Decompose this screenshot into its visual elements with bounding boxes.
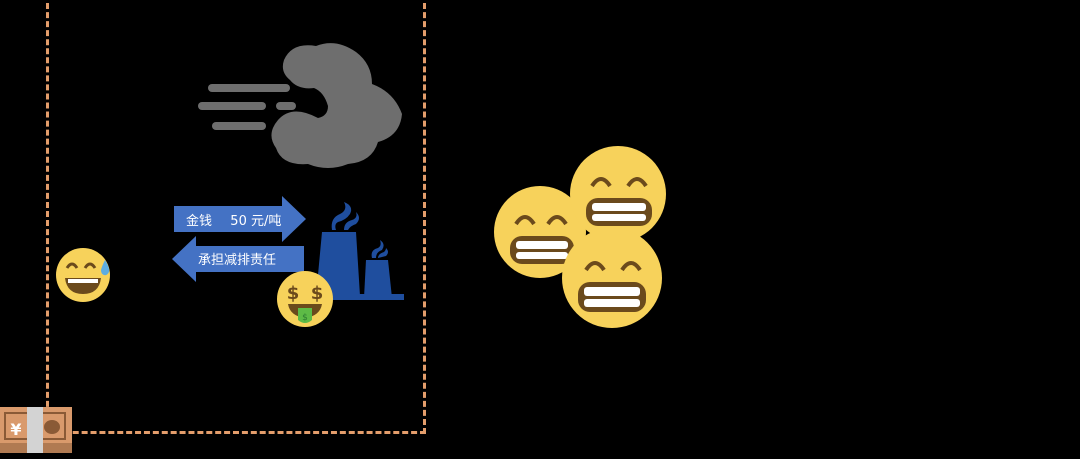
responsibility-arrow-label: 承担减排责任: [198, 253, 277, 268]
grinning-face-bottom: [562, 228, 662, 328]
money-arrow-label: 金钱: [186, 214, 213, 229]
yen-banknote-icon: ¥: [0, 407, 72, 453]
money-mouth-face-icon: $ $ $: [276, 270, 334, 328]
dashed-boundary-box: [46, 0, 426, 434]
svg-text:¥: ¥: [10, 420, 21, 439]
responsibility-arrow: 承担减排责任: [170, 236, 304, 282]
grinning-face-left: [494, 186, 586, 278]
money-arrow: 金钱 50 元/吨: [174, 196, 308, 242]
svg-text:$: $: [287, 283, 300, 304]
grinning-face-top: [570, 146, 666, 242]
factory-icon: [316, 200, 406, 302]
grinning-faces-group-icon: [492, 144, 674, 330]
svg-text:$: $: [302, 313, 308, 323]
sweat-smile-face-icon: [55, 246, 113, 304]
smoke-cloud-icon: [196, 40, 408, 170]
money-arrow-price: 50 元/吨: [230, 214, 282, 229]
svg-text:$: $: [311, 283, 324, 304]
